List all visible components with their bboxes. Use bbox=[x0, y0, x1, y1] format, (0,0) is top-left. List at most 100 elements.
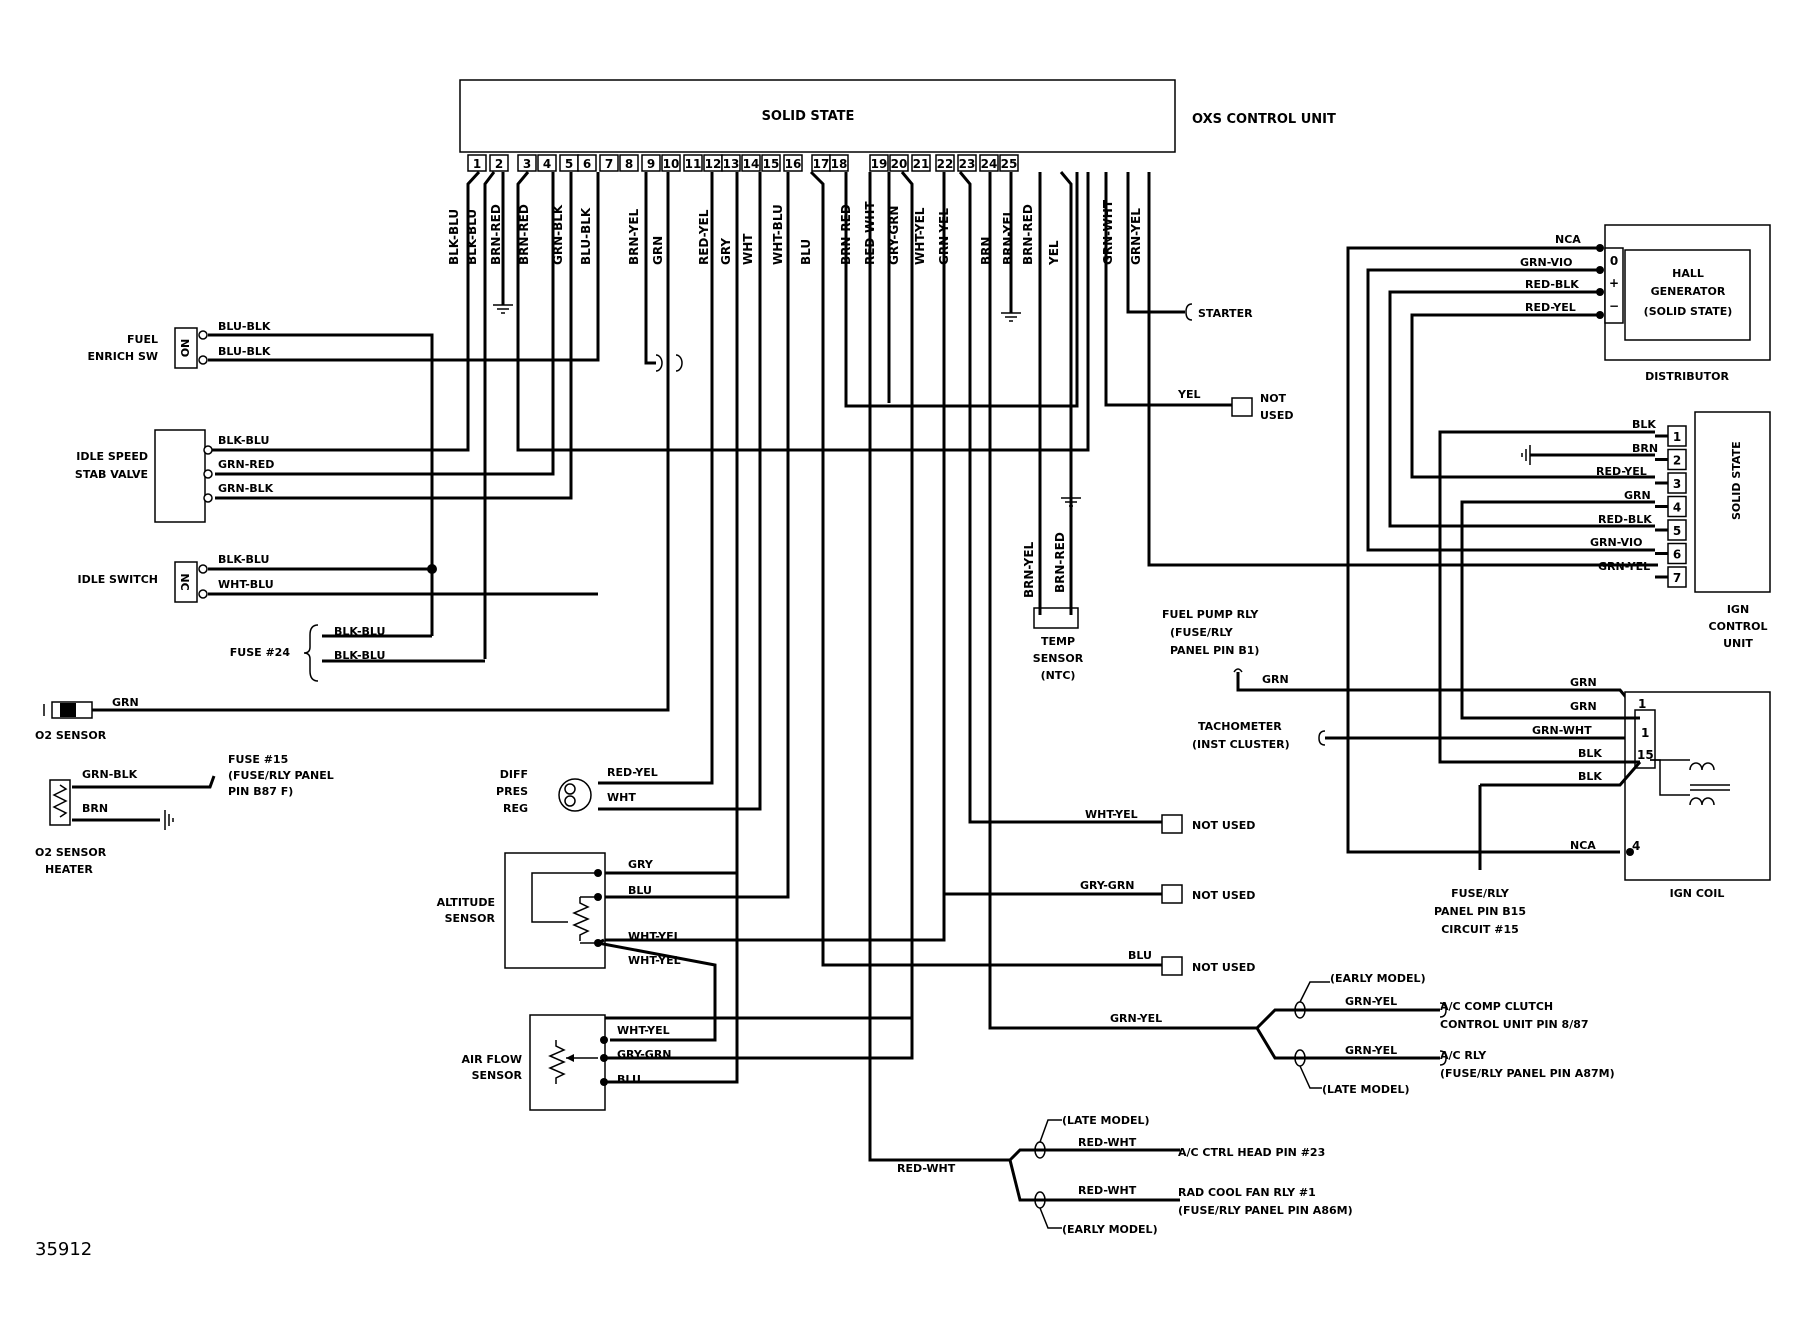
ecu-wire-label: GRN-WHT bbox=[1101, 199, 1115, 265]
red-wht-branch: RED-WHT (LATE MODEL) (EARLY MODEL) RED-W… bbox=[897, 1114, 1353, 1236]
ecu-wire-label: WHT-YEL bbox=[913, 207, 927, 265]
svg-text:15: 15 bbox=[1637, 748, 1654, 762]
ecu-wire-label: GRN-YEL bbox=[1129, 208, 1143, 265]
ecu-pin-number: 25 bbox=[1001, 157, 1018, 171]
svg-text:(LATE MODEL): (LATE MODEL) bbox=[1322, 1083, 1410, 1096]
ecu-pin-number: 6 bbox=[583, 157, 591, 171]
svg-text:IDLE SWITCH: IDLE SWITCH bbox=[77, 573, 158, 586]
ecu-pin-box bbox=[889, 154, 909, 172]
ecu-pin-number: 10 bbox=[663, 157, 680, 171]
not-used-gry-grn: GRY-GRN NOT USED bbox=[944, 879, 1255, 904]
svg-text:SENSOR: SENSOR bbox=[1033, 652, 1084, 665]
svg-text:1: 1 bbox=[1638, 697, 1646, 711]
ecu-pin-number: 12 bbox=[705, 157, 722, 171]
ecu-pin-number: 21 bbox=[913, 157, 930, 171]
temp-sensor: BRN-YEL BRN-RED TEMP SENSOR (NTC) bbox=[1022, 532, 1084, 682]
svg-text:−: − bbox=[1609, 299, 1619, 313]
svg-text:FUSE #15: FUSE #15 bbox=[228, 753, 288, 766]
ecu-wire-label: BLU bbox=[799, 239, 813, 265]
svg-text:UNIT: UNIT bbox=[1723, 637, 1753, 650]
ign-pin-number: 1 bbox=[1673, 430, 1681, 444]
ecu-pin-box bbox=[661, 154, 681, 172]
ign-coil: 1 1 15 4 GRN GRN GRN-WHT BLK BLK NCA IGN… bbox=[1434, 676, 1771, 936]
ecu-wire-label: YEL bbox=[1047, 240, 1061, 266]
svg-text:GRN: GRN bbox=[1262, 673, 1289, 686]
svg-text:ENRICH SW: ENRICH SW bbox=[88, 350, 158, 363]
ecu-pin-box bbox=[641, 154, 661, 172]
not-used-wht-yel: WHT-YEL NOT USED bbox=[1085, 808, 1255, 834]
svg-text:O2 SENSOR: O2 SENSOR bbox=[35, 846, 107, 859]
svg-text:BLU-BLK: BLU-BLK bbox=[218, 320, 271, 333]
svg-text:GRN-YEL: GRN-YEL bbox=[1345, 1044, 1397, 1057]
svg-text:RED-YEL: RED-YEL bbox=[1525, 301, 1576, 314]
ecu-pin-number: 1 bbox=[473, 157, 481, 171]
svg-text:WHT-YEL: WHT-YEL bbox=[628, 930, 681, 943]
ecu-pin-box bbox=[741, 154, 761, 172]
ecu-unit-label: OXS CONTROL UNIT bbox=[1192, 112, 1336, 127]
ecu-title: SOLID STATE bbox=[762, 109, 855, 124]
svg-text:SOLID STATE: SOLID STATE bbox=[1730, 441, 1743, 520]
svg-text:RED-YEL: RED-YEL bbox=[607, 766, 658, 779]
svg-text:WHT: WHT bbox=[607, 791, 636, 804]
svg-text:TACHOMETER: TACHOMETER bbox=[1198, 720, 1282, 733]
ecu-pin-number: 22 bbox=[937, 157, 954, 171]
air-flow-sensor: AIR FLOW SENSOR WHT-YEL GRY-GRN BLU bbox=[461, 873, 914, 1111]
ecu-pin-number: 4 bbox=[543, 157, 551, 171]
svg-text:FUSE #24: FUSE #24 bbox=[230, 646, 291, 659]
svg-text:BLK: BLK bbox=[1578, 747, 1602, 760]
svg-text:(FUSE/RLY PANEL PIN A87M): (FUSE/RLY PANEL PIN A87M) bbox=[1440, 1067, 1615, 1080]
ecu-wire-label: WHT-BLU bbox=[771, 204, 785, 265]
svg-text:NOT USED: NOT USED bbox=[1192, 961, 1255, 974]
svg-text:BLK: BLK bbox=[1632, 418, 1656, 431]
svg-text:SENSOR: SENSOR bbox=[472, 1069, 523, 1082]
altitude-sensor: ALTITUDE SENSOR GRY BLU WHT-YEL WHT-YEL bbox=[437, 852, 717, 1042]
svg-text:NOT: NOT bbox=[1260, 392, 1287, 405]
svg-text:GRY-GRN: GRY-GRN bbox=[1080, 879, 1135, 892]
svg-text:WHT-YEL: WHT-YEL bbox=[1085, 808, 1138, 821]
svg-text:4: 4 bbox=[1632, 839, 1640, 853]
ecu-wire-label: RED-YEL bbox=[697, 209, 711, 265]
svg-text:NOT USED: NOT USED bbox=[1192, 889, 1255, 902]
svg-text:PANEL PIN B15: PANEL PIN B15 bbox=[1434, 905, 1526, 918]
svg-text:REG: REG bbox=[503, 802, 528, 815]
figure-number: 35912 bbox=[35, 1239, 92, 1260]
hall-generator: 0 + − HALL GENERATOR (SOLID STATE) DISTR… bbox=[1346, 224, 1771, 854]
svg-text:YEL: YEL bbox=[1177, 388, 1201, 401]
not-used-yel: YEL NOT USED bbox=[1177, 388, 1294, 422]
svg-text:CONTROL UNIT PIN 8/87: CONTROL UNIT PIN 8/87 bbox=[1440, 1018, 1589, 1031]
svg-text:BLK-BLU: BLK-BLU bbox=[218, 553, 269, 566]
ecu-pin-number: 3 bbox=[523, 157, 531, 171]
ign-pin-number: 4 bbox=[1673, 501, 1681, 515]
ecu-wire-label: BRN-RED bbox=[489, 204, 503, 265]
ecu-pin-number: 23 bbox=[959, 157, 976, 171]
ecu-pin-number: 9 bbox=[647, 157, 655, 171]
svg-text:STAB VALVE: STAB VALVE bbox=[75, 468, 148, 481]
svg-text:BLU: BLU bbox=[1128, 949, 1152, 962]
idle-switch: IDLE SWITCH NC BLK-BLU WHT-BLU bbox=[77, 553, 598, 603]
ecu-pin-box bbox=[619, 154, 639, 172]
svg-text:BRN: BRN bbox=[82, 802, 108, 815]
svg-text:PIN B87 F): PIN B87 F) bbox=[228, 785, 293, 798]
svg-text:GRN-VIO: GRN-VIO bbox=[1590, 536, 1642, 549]
svg-text:CIRCUIT #15: CIRCUIT #15 bbox=[1441, 923, 1519, 936]
starter-lead: STARTER bbox=[1185, 303, 1253, 321]
svg-text:DIFF: DIFF bbox=[500, 768, 528, 781]
ign-pin-number: 7 bbox=[1673, 571, 1681, 585]
svg-text:RED-BLK: RED-BLK bbox=[1598, 513, 1652, 526]
ecu-wire-label: GRY bbox=[719, 238, 733, 265]
svg-text:TEMP: TEMP bbox=[1041, 635, 1075, 648]
svg-text:A/C CTRL HEAD PIN #23: A/C CTRL HEAD PIN #23 bbox=[1178, 1146, 1325, 1159]
svg-text:NCA: NCA bbox=[1570, 839, 1596, 852]
ecu-pin-number: 20 bbox=[891, 157, 908, 171]
svg-text:IGN: IGN bbox=[1727, 603, 1749, 616]
svg-text:GRN-BLK: GRN-BLK bbox=[82, 768, 138, 781]
ecu-pin-box bbox=[537, 154, 557, 172]
ecu-pin-box bbox=[869, 154, 889, 172]
grn-yel-branch: GRN-YEL (EARLY MODEL) (LATE MODEL) GRN-Y… bbox=[1110, 972, 1615, 1096]
svg-text:WHT-YEL: WHT-YEL bbox=[617, 1024, 670, 1037]
ecu-pin-box bbox=[467, 154, 487, 172]
ecu-pin-number: 8 bbox=[625, 157, 633, 171]
svg-text:(FUSE/RLY PANEL: (FUSE/RLY PANEL bbox=[228, 769, 334, 782]
